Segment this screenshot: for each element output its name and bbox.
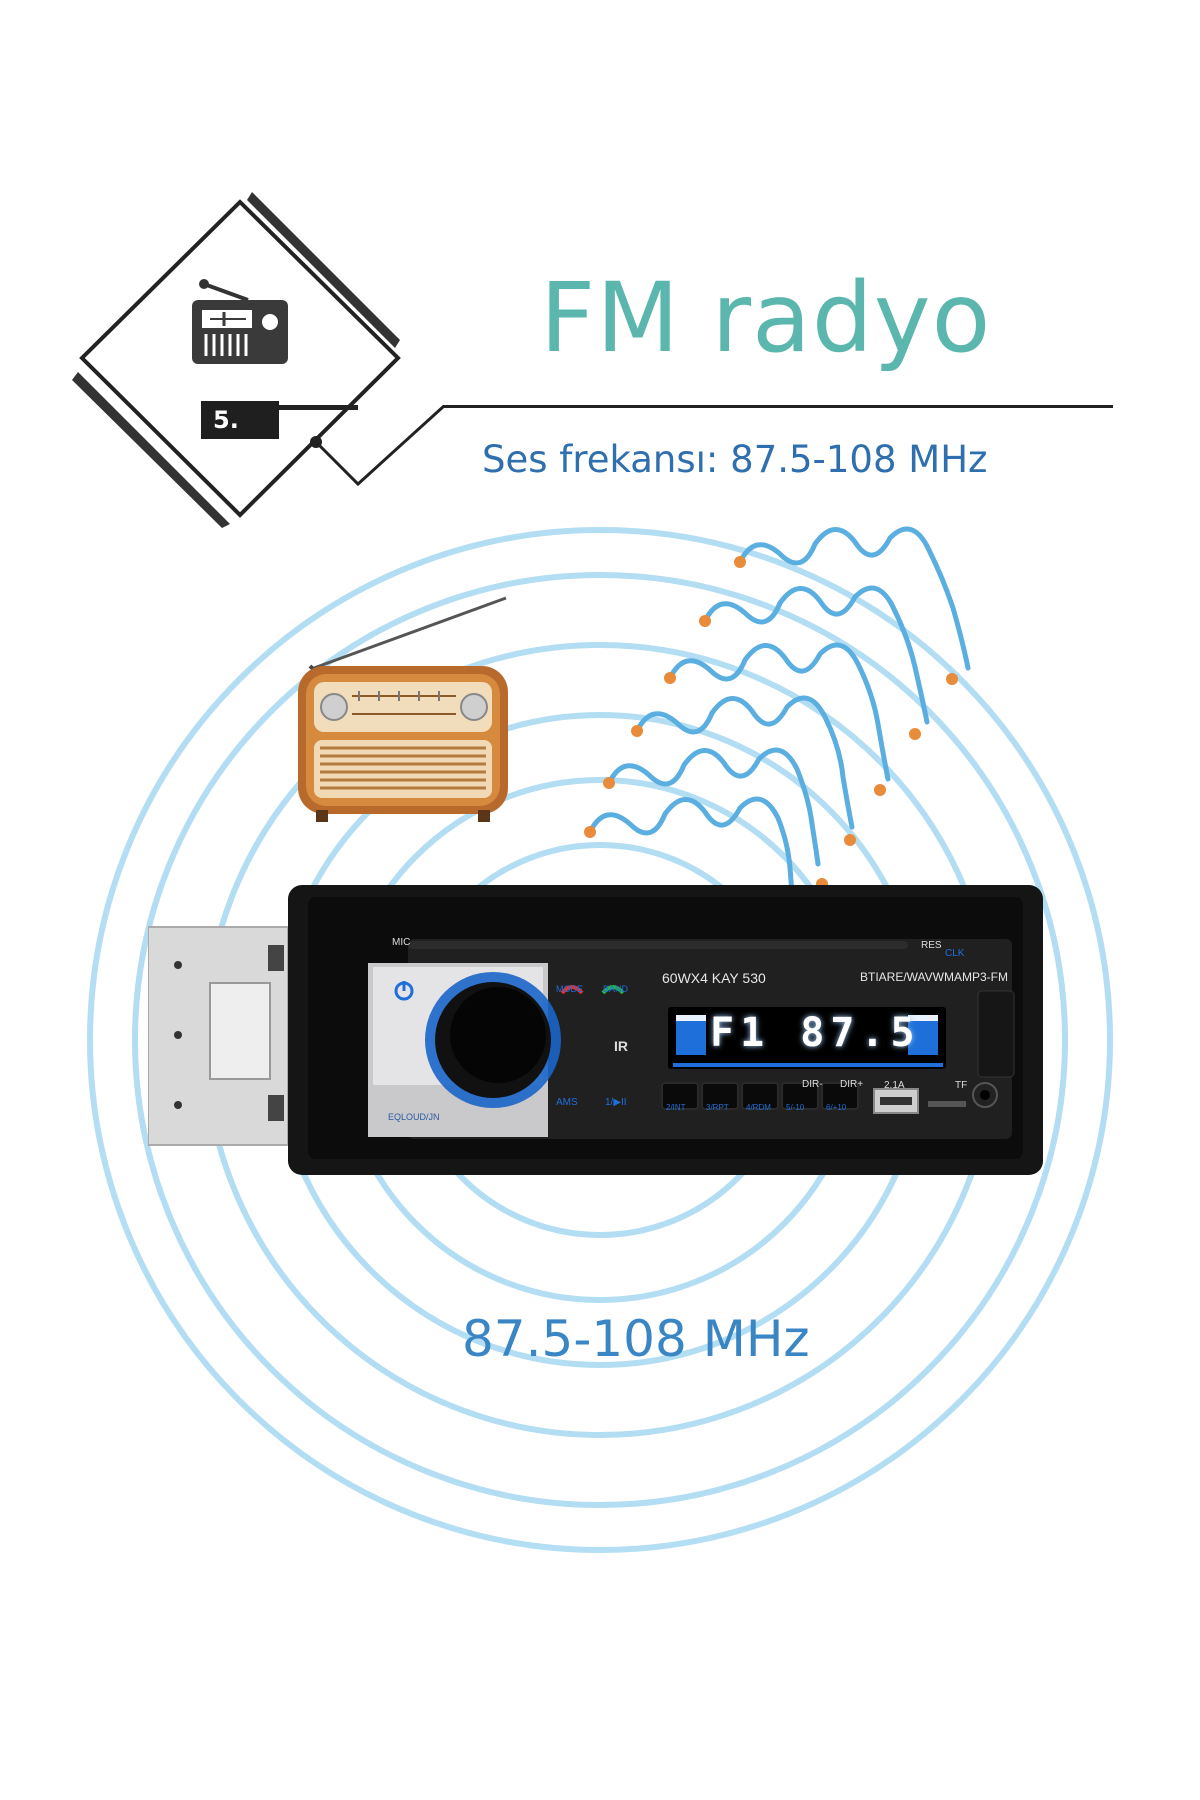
- dir-minus-label: DIR-: [802, 1079, 823, 1090]
- badge-number-box: [201, 401, 279, 439]
- page-subtitle: Ses frekansı: 87.5-108 MHz: [482, 438, 988, 481]
- band-button[interactable]: BAND: [603, 984, 629, 994]
- tf-label: TF: [955, 1080, 968, 1091]
- res-label: RES: [921, 940, 942, 951]
- badge-number: 5.: [213, 406, 239, 434]
- header-divider: [443, 405, 1113, 408]
- frequency-caption: 87.5-108 MHz: [462, 1310, 810, 1368]
- preset-button-2[interactable]: 2/INT: [666, 1103, 686, 1112]
- eq-label[interactable]: EQLOUD/JN: [388, 1112, 440, 1122]
- car-stereo: [148, 885, 1043, 1175]
- mic-label: MIC: [392, 937, 411, 948]
- model-label: 60WX4 KAY 530: [662, 970, 766, 986]
- vintage-radio-icon: [298, 596, 508, 822]
- preset-button-5[interactable]: 5/-10: [786, 1103, 805, 1112]
- play-button[interactable]: 1/▶II: [605, 1097, 627, 1108]
- preset-button-4[interactable]: 4/RDM: [746, 1103, 771, 1112]
- dir-plus-label: DIR+: [840, 1079, 864, 1090]
- usb-label: 2.1A: [884, 1080, 905, 1091]
- volume-knob-icon[interactable]: [425, 972, 561, 1108]
- power-icon[interactable]: [394, 981, 414, 1001]
- usb-port-icon[interactable]: [874, 1089, 918, 1113]
- preset-button-3[interactable]: 3/RPT: [706, 1103, 729, 1112]
- mode-button[interactable]: MODE: [556, 984, 583, 994]
- aux-jack-icon[interactable]: [973, 1083, 997, 1107]
- page-title: FM radyo: [540, 262, 992, 374]
- radio-icon: [192, 279, 288, 364]
- clk-button[interactable]: CLK: [945, 948, 965, 959]
- connector-line: [310, 404, 446, 487]
- display-readout: F1 87.5: [710, 1010, 921, 1056]
- formats-label: BTIARE/WAVWMAMP3-FM: [860, 970, 1008, 984]
- ams-button[interactable]: AMS: [556, 1097, 578, 1108]
- preset-button-6[interactable]: 6/+10: [826, 1103, 847, 1112]
- ir-label: IR: [614, 1038, 628, 1054]
